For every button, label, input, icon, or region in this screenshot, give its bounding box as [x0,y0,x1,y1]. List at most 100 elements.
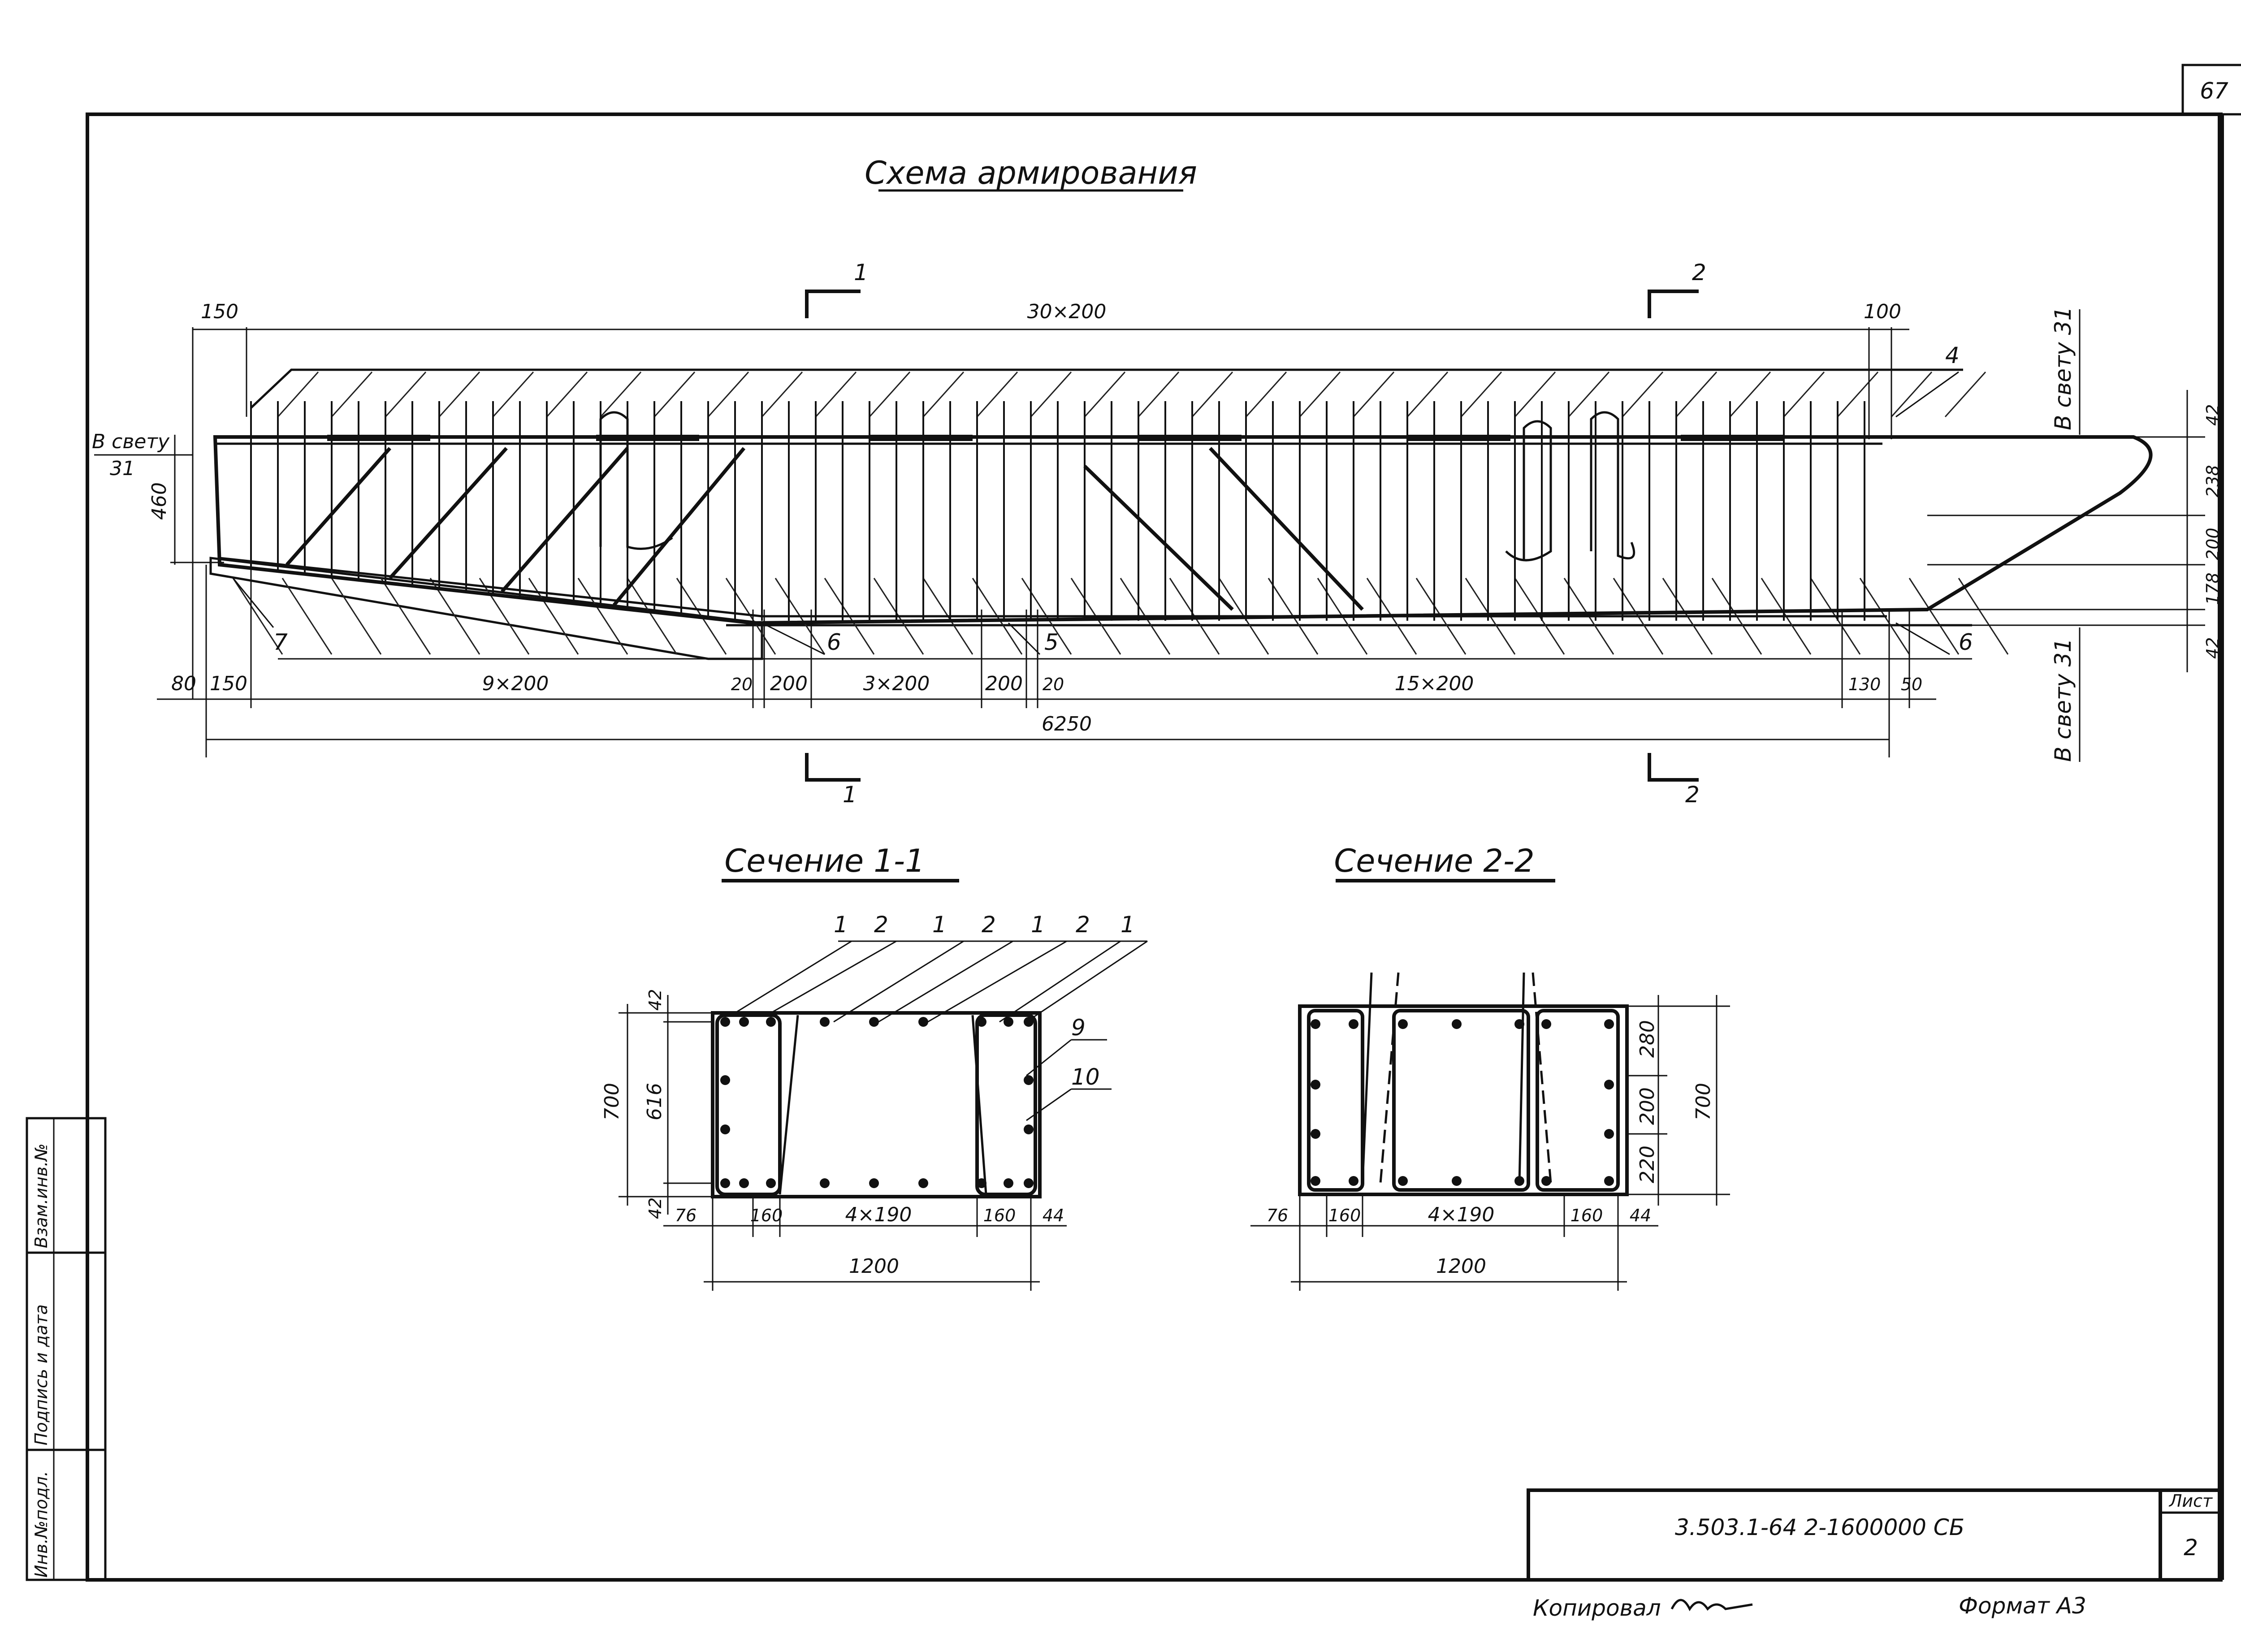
bottom-hatch [209,557,2009,660]
hatch-line [1837,371,1879,418]
rebar-dot [1004,1178,1013,1188]
rebar-dot [918,1178,928,1188]
hatch-line [1138,371,1180,418]
section-2-height: 700 [1692,1083,1715,1120]
section-1-left-dims: 42 616 42 700 [601,989,713,1219]
stirrups [250,401,1865,621]
svg-text:2: 2 [982,912,996,938]
svg-text:200: 200 [1636,1087,1659,1125]
svg-text:44: 44 [1043,1206,1064,1225]
left-clear-value: 31 [110,457,135,480]
hatch-line [1729,371,1771,418]
rebar-dot [1311,1176,1320,1186]
section-mark-2-bottom: 2 [1648,753,1700,808]
svg-text:280: 280 [1636,1020,1659,1058]
svg-text:1: 1 [1120,912,1135,938]
right-dim-42-bottom: 42 [2203,637,2223,659]
rebar-dot [869,1178,879,1188]
svg-text:42: 42 [645,989,665,1011]
hatch-line [1353,371,1395,418]
svg-text:1: 1 [854,259,868,285]
left-dim-labels: В свету 31 460 [92,430,224,565]
rebar-dot [766,1178,776,1188]
bottom-dim-50: 50 [1901,675,1922,694]
hatch-line [815,371,857,418]
bottom-dim-150: 150 [210,672,247,695]
elevation-callouts: 4 6 5 6 7 [232,342,1973,660]
hatch-line [761,371,803,418]
svg-text:76: 76 [675,1206,697,1225]
top-dim-middle: 30×200 [1027,300,1107,323]
rebar-dot [1311,1019,1320,1029]
rebar-dot [1398,1176,1408,1186]
hatch-line [1406,371,1449,418]
rebar-dot [1452,1019,1462,1029]
section-2-width: 1200 [1436,1255,1486,1278]
right-dim-labels: 42 238 200 178 42 В свету 31 В свету 31 [1927,307,2223,762]
hatch-line [1191,371,1233,418]
bottom-bar-sloped [219,557,762,618]
rebar-dot [1514,1019,1524,1029]
rebar-dot [918,1017,928,1027]
svg-text:4×190: 4×190 [845,1203,912,1226]
section-1-outline [711,1011,1042,1198]
svg-text:160: 160 [983,1206,1016,1225]
rebar-dot [1604,1019,1614,1029]
rebar-dot [1604,1176,1614,1186]
rebar-dot [977,1178,986,1188]
svg-text:44: 44 [1630,1206,1651,1225]
section-1-callout-10: 10 [1071,1064,1100,1090]
hatch-line [492,371,534,418]
stamp-signature-label: Подпись и дата [31,1304,51,1445]
svg-text:4×190: 4×190 [1428,1203,1495,1226]
right-dim-200: 200 [2203,528,2223,560]
section-1-1: Сечение 1-1 1 2 1 2 1 2 1 9 [601,843,1148,1291]
svg-text:2: 2 [874,912,888,938]
svg-text:220: 220 [1636,1146,1659,1183]
hatch-line [438,371,480,418]
section-2-outline [1298,1004,1629,1196]
hatch-line [1460,371,1502,418]
hatch-line [281,578,333,655]
bottom-dim-15x200: 15×200 [1395,672,1474,695]
rebar-dot [766,1017,776,1027]
rebar-dot [977,1017,986,1027]
stamp-replace-label: Взам.инв.№ [31,1143,51,1248]
section-2-bottom-dims: 76 160 4×190 160 44 1200 [1250,1194,1658,1291]
bottom-dim-200a: 200 [770,672,808,695]
rebar-dot [739,1017,749,1027]
right-clear-top: В свету 31 [2050,307,2076,430]
section-1-callout-9: 9 [1071,1015,1086,1041]
right-dim-178: 178 [2203,572,2223,605]
rebar-dot [1349,1176,1358,1186]
footer: Копировал Формат А3 [1533,1593,2086,1621]
rebar-dot [1541,1176,1551,1186]
hatch-line [479,578,530,655]
section-1-callouts: 1 2 1 2 1 2 1 9 10 [735,912,1148,1121]
svg-text:1: 1 [932,912,947,938]
hatch-line [577,578,628,655]
hatch-line [1299,371,1341,418]
hatch-line [1908,578,1960,655]
section-1-title: Сечение 1-1 [724,843,925,879]
hatch-line [1568,371,1610,418]
rebar-dot [720,1075,730,1085]
section-2-title: Сечение 2-2 [1334,843,1534,879]
right-dim-42-top: 42 [2203,404,2223,426]
callout-6a: 6 [827,629,841,655]
rebar-dot [720,1124,730,1134]
rebar-dot [720,1017,730,1027]
rebar-dot [1311,1080,1320,1090]
svg-text:160: 160 [1328,1206,1361,1225]
svg-text:2: 2 [1685,782,1700,808]
main-title: Схема армирования [865,155,1197,191]
svg-text:616: 616 [643,1083,666,1120]
hatch-line [600,371,642,418]
rebar-dot [1398,1019,1408,1029]
rebar-dot [1604,1129,1614,1139]
hatch-line [385,371,427,418]
top-dim-left: 150 [201,300,238,323]
hatch-line [1958,578,2009,655]
rebar-dot [1024,1178,1034,1188]
rebar-dot [1541,1019,1551,1029]
